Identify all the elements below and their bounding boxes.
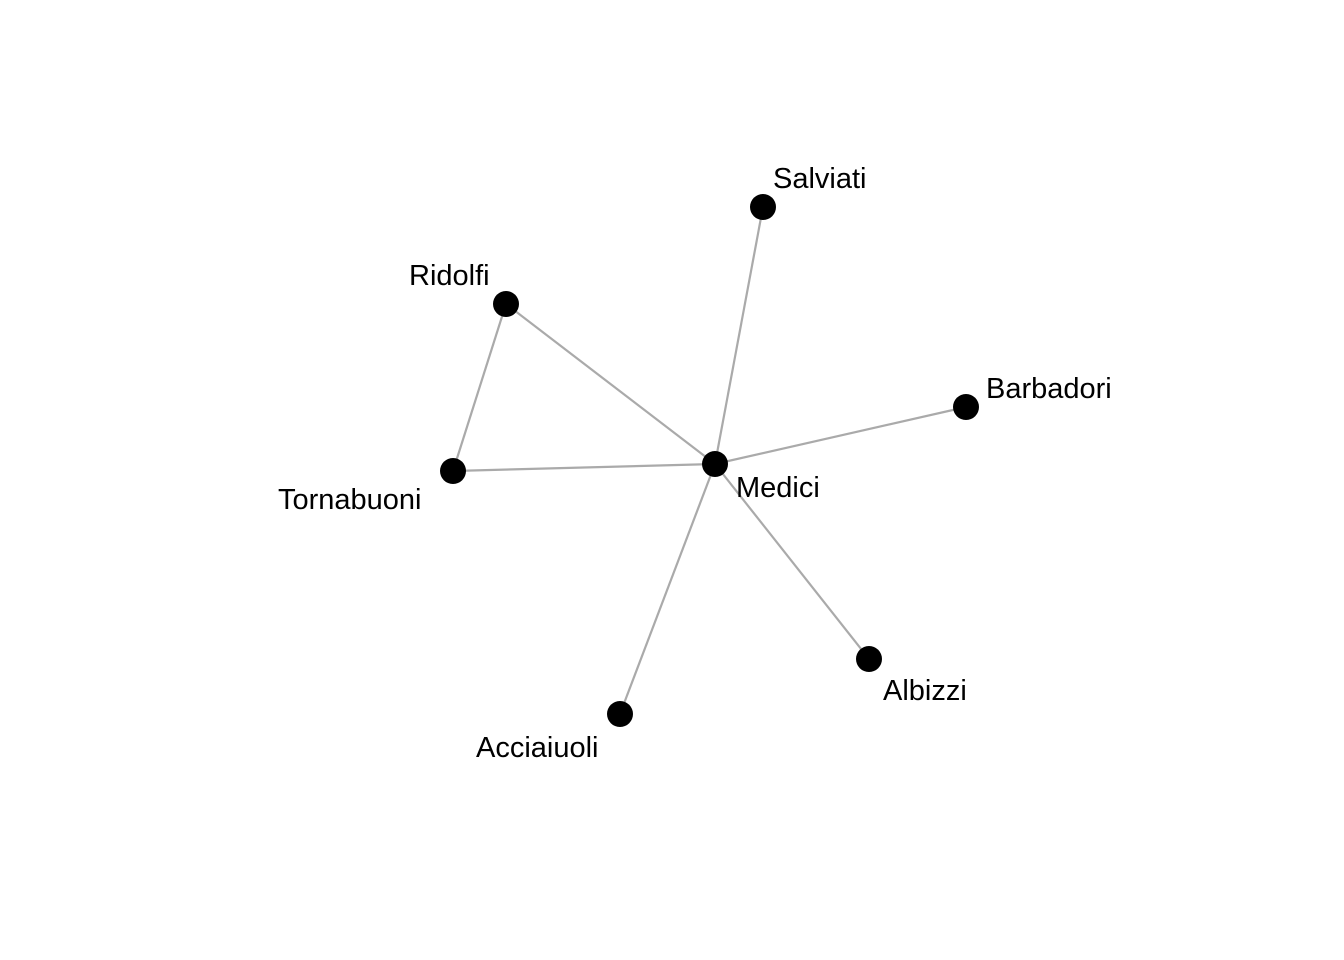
edge-ridolfi-tornabuoni bbox=[451, 303, 508, 472]
node-tornabuoni bbox=[440, 458, 466, 484]
node-label-barbadori: Barbadori bbox=[986, 373, 1112, 405]
edge-medici-albizzi bbox=[714, 463, 870, 660]
edge-medici-acciaiuoli bbox=[618, 463, 717, 715]
node-barbadori bbox=[953, 394, 979, 420]
node-albizzi bbox=[856, 646, 882, 672]
node-salviati bbox=[750, 194, 776, 220]
edge-medici-tornabuoni bbox=[452, 462, 716, 473]
node-ridolfi bbox=[493, 291, 519, 317]
node-label-medici: Medici bbox=[736, 472, 820, 504]
node-label-ridolfi: Ridolfi bbox=[409, 260, 490, 292]
nodes-layer bbox=[440, 194, 979, 727]
edge-medici-ridolfi bbox=[505, 303, 716, 465]
node-medici bbox=[702, 451, 728, 477]
edges-layer bbox=[451, 206, 967, 715]
edge-medici-salviati bbox=[713, 206, 765, 465]
node-label-albizzi: Albizzi bbox=[883, 675, 967, 707]
edge-medici-barbadori bbox=[714, 405, 967, 466]
node-label-salviati: Salviati bbox=[773, 163, 867, 195]
node-label-acciaiuoli: Acciaiuoli bbox=[476, 732, 599, 764]
node-label-tornabuoni: Tornabuoni bbox=[278, 484, 422, 516]
node-acciaiuoli bbox=[607, 701, 633, 727]
